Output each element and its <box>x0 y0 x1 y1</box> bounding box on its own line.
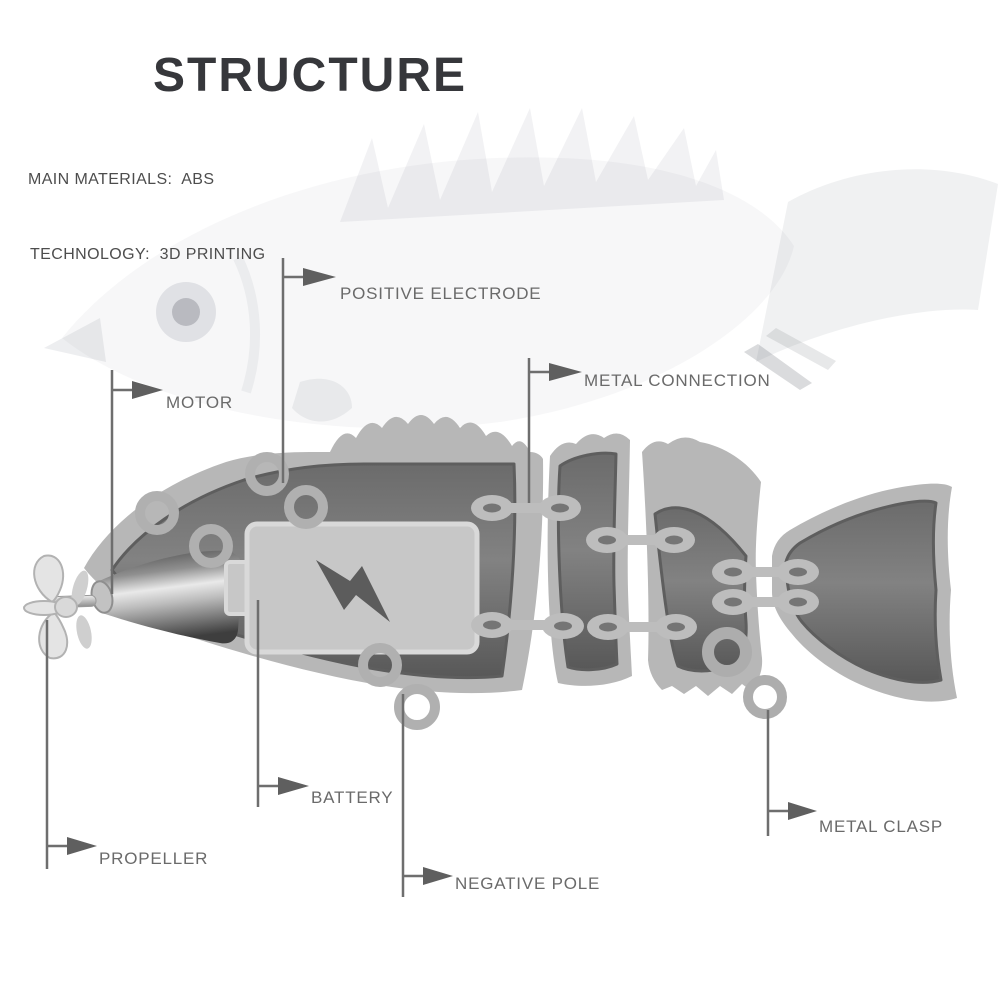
arrow-right-icon <box>67 837 97 855</box>
spec-main-materials: MAIN MATERIALS: ABS <box>28 171 215 188</box>
clasp-ring-small <box>743 675 787 719</box>
fish-eye-photo <box>156 282 216 342</box>
negative-pole-ring-bottom <box>394 684 440 730</box>
arrow-right-icon <box>132 381 163 399</box>
tail-fin-photo <box>756 169 998 362</box>
propeller-line <box>45 620 67 869</box>
arrow-right-icon <box>788 802 817 820</box>
callout-negative-pole: NEGATIVE POLE <box>455 874 601 893</box>
motor-body <box>94 550 243 644</box>
callout-lines <box>45 258 788 897</box>
callout-positive-electrode: POSITIVE ELECTRODE <box>340 284 542 303</box>
callout-arrowheads <box>67 268 817 885</box>
callout-metal-connection: METAL CONNECTION <box>584 371 771 390</box>
head-ring-inner <box>189 524 233 568</box>
link-seg3-tail-bottom <box>712 589 819 615</box>
battery-line <box>256 600 278 807</box>
arrow-right-icon <box>549 363 582 381</box>
callout-propeller: PROPELLER <box>99 849 209 868</box>
tail-fin-cavity <box>784 499 943 684</box>
battery <box>224 521 480 655</box>
dorsal-spines-photo <box>340 108 724 222</box>
arrow-right-icon <box>278 777 309 795</box>
callout-motor: MOTOR <box>166 393 233 412</box>
arrow-right-icon <box>423 867 453 885</box>
negative-pole-line <box>401 694 423 897</box>
motor-line <box>110 370 132 594</box>
clasp-ring-large <box>702 627 752 677</box>
metal-clasp-rings <box>702 627 787 719</box>
positive-electrode-ring-bottom <box>284 485 328 529</box>
page-title: STRUCTURE <box>153 49 467 102</box>
spec-technology: TECHNOLOGY: 3D PRINTING <box>30 246 266 263</box>
arrow-right-icon <box>303 268 336 286</box>
callout-battery: BATTERY <box>311 788 394 807</box>
background-fish-photo <box>44 108 998 429</box>
metal-connection-line <box>527 358 549 503</box>
link-seg3-tail-top <box>712 559 819 585</box>
lure-diagram <box>23 415 957 730</box>
head-ring-outer <box>135 491 179 535</box>
positive-electrode-line <box>281 258 303 483</box>
link-seg2-seg3-bottom <box>587 614 697 640</box>
metal-clasp-line <box>766 710 788 836</box>
lightning-bolt-icon <box>316 560 390 622</box>
link-body-seg2-top <box>471 495 581 521</box>
link-connectors <box>471 495 819 640</box>
link-seg2-seg3-top <box>586 527 695 553</box>
link-body-seg2-bottom <box>471 612 584 639</box>
negative-pole-ring-top <box>358 643 402 687</box>
callout-metal-clasp: METAL CLASP <box>819 817 944 836</box>
